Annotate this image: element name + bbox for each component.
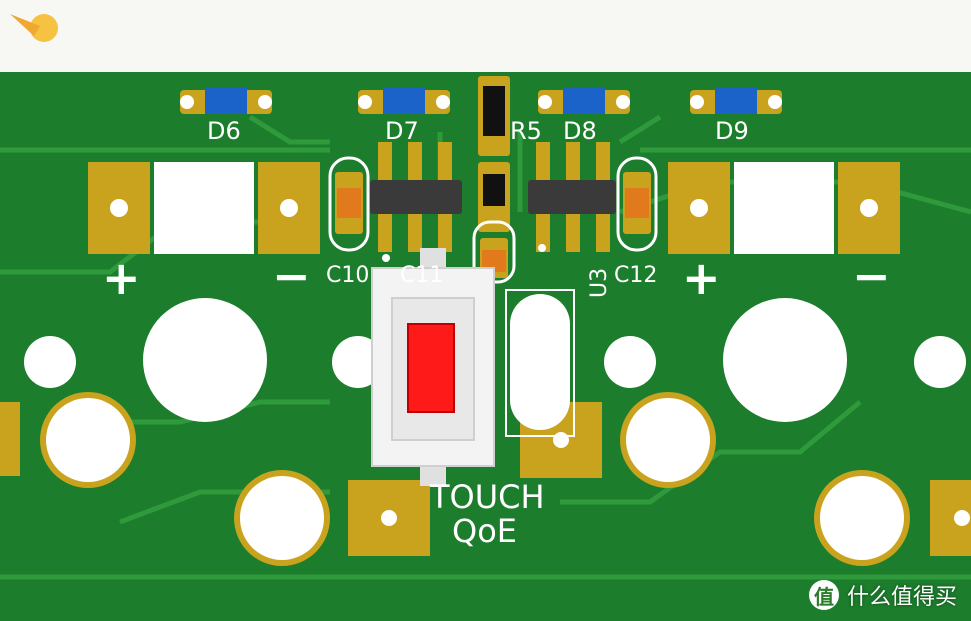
label-minus-right: − bbox=[852, 249, 891, 303]
battery-contact-right bbox=[668, 162, 900, 254]
label-d7: D7 bbox=[385, 117, 419, 145]
label-c12: C12 bbox=[614, 263, 657, 288]
label-qoe: QoE bbox=[452, 512, 517, 550]
label-u3: U3 bbox=[587, 268, 612, 298]
ic-right bbox=[528, 142, 616, 252]
app-logo-icon bbox=[10, 14, 58, 42]
label-touch: TOUCH bbox=[429, 478, 545, 516]
touch-switch bbox=[371, 248, 495, 486]
resistor-r5 bbox=[478, 76, 510, 232]
battery-contact-left bbox=[88, 162, 320, 254]
top-bar bbox=[0, 0, 971, 72]
pcb-board: D6 D7 D8 D9 R5 C10 C11 C12 U3 + − + − TO… bbox=[0, 72, 971, 621]
annular-pads bbox=[0, 392, 971, 566]
watermark: 值 什么值得买 bbox=[808, 579, 957, 611]
label-d9: D9 bbox=[715, 117, 749, 145]
label-c11: C11 bbox=[400, 263, 443, 288]
led-d8 bbox=[538, 88, 630, 114]
watermark-text: 什么值得买 bbox=[846, 585, 957, 610]
label-r5: R5 bbox=[510, 117, 542, 145]
ic-left bbox=[370, 142, 462, 262]
capacitor-c10 bbox=[328, 156, 370, 252]
crystal-outline bbox=[505, 289, 575, 437]
label-plus-right: + bbox=[682, 251, 721, 305]
label-d6: D6 bbox=[207, 117, 241, 145]
capacitor-c12 bbox=[616, 156, 658, 252]
led-d7 bbox=[358, 88, 450, 114]
label-minus-left: − bbox=[272, 249, 311, 303]
label-c10: C10 bbox=[326, 263, 369, 288]
through-holes bbox=[24, 298, 966, 422]
led-d6 bbox=[180, 88, 272, 114]
label-d8: D8 bbox=[563, 117, 597, 145]
label-plus-left: + bbox=[102, 251, 141, 305]
led-d9 bbox=[690, 88, 782, 114]
watermark-badge-icon: 值 bbox=[808, 580, 839, 610]
